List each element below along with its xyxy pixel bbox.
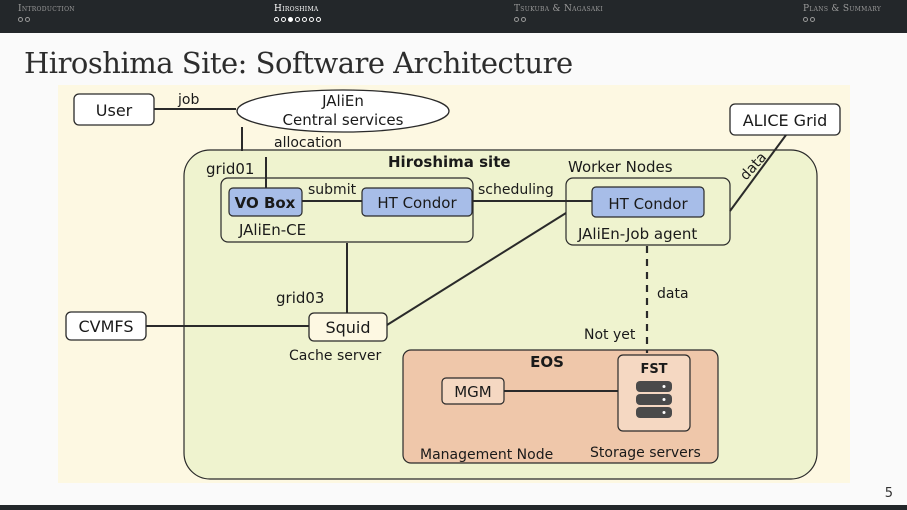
submit-link-label: submit xyxy=(308,182,357,198)
not-yet-label: Not yet xyxy=(584,327,636,343)
ht-condor-wn-label: HT Condor xyxy=(608,195,688,213)
nav-progress-dots xyxy=(274,17,321,22)
nav-progress-dots xyxy=(18,17,30,22)
squid-node xyxy=(308,312,388,342)
eos-label: EOS xyxy=(530,353,564,371)
ht-condor-ce-label: HT Condor xyxy=(377,194,457,212)
mgm-label: MGM xyxy=(454,383,492,401)
ht-condor-ce-node xyxy=(361,187,473,217)
scheduling-link-label: scheduling xyxy=(478,182,554,198)
jalien-central-node xyxy=(236,89,450,133)
job-link-label: job xyxy=(177,92,199,108)
management-node-label: Management Node xyxy=(420,447,553,463)
nav-section-3[interactable]: Tsukuba & Nagasaki xyxy=(514,4,603,14)
nav-dot[interactable] xyxy=(316,17,321,22)
nav-dot[interactable] xyxy=(281,17,286,22)
alice-grid-data-link xyxy=(729,134,787,212)
nav-dot[interactable] xyxy=(514,17,519,22)
nav-dot[interactable] xyxy=(25,17,30,22)
nav-progress-dots xyxy=(803,17,815,22)
grid03-label: grid03 xyxy=(276,289,324,307)
nav-section-4[interactable]: Plans & Summary xyxy=(803,4,882,14)
cvmfs-label: CVMFS xyxy=(79,317,134,336)
grid01-label: grid01 xyxy=(206,160,254,178)
nav-dot[interactable] xyxy=(18,17,23,22)
fst-data-link-label: data xyxy=(657,286,689,302)
bottom-bar xyxy=(0,505,907,510)
squid-label: Squid xyxy=(325,318,370,337)
hiroshima-site-label: Hiroshima site xyxy=(388,153,511,171)
alice-grid-label: ALICE Grid xyxy=(743,111,828,130)
page-number: 5 xyxy=(884,486,893,501)
vo-box-label: VO Box xyxy=(235,194,296,212)
cache-server-label: Cache server xyxy=(289,348,382,364)
jalien-label-line1: JAliEn xyxy=(321,92,364,110)
user-label: User xyxy=(96,101,133,120)
alice-grid-node xyxy=(729,103,841,136)
database-icon xyxy=(636,381,672,418)
nav-dot[interactable] xyxy=(521,17,526,22)
fst-label: FST xyxy=(640,362,667,377)
nav-dot[interactable] xyxy=(810,17,815,22)
jalien-ce-label: JAliEn-CE xyxy=(238,221,306,239)
worker-nodes-box xyxy=(565,177,731,246)
slide-title: Hiroshima Site: Software Architecture xyxy=(24,46,573,80)
nav-dot[interactable] xyxy=(288,17,293,22)
nav-dot[interactable] xyxy=(302,17,307,22)
squid-worker-link xyxy=(386,212,567,326)
storage-servers-label: Storage servers xyxy=(590,445,701,461)
allocation-link-label: allocation xyxy=(274,135,342,151)
jalien-label-line2: Central services xyxy=(283,111,404,129)
nav-section-1[interactable]: Introduction xyxy=(18,4,75,14)
architecture-diagram: User JAliEn Central services ALICE Grid … xyxy=(58,85,850,483)
cvmfs-node xyxy=(65,311,147,341)
nav-dot[interactable] xyxy=(274,17,279,22)
ht-condor-wn-node xyxy=(591,186,705,218)
user-node xyxy=(73,93,155,126)
nav-dot[interactable] xyxy=(803,17,808,22)
mgm-node xyxy=(441,377,505,405)
grid01-box xyxy=(220,177,474,243)
nav-dot[interactable] xyxy=(295,17,300,22)
nav-progress-dots xyxy=(514,17,526,22)
worker-nodes-label: Worker Nodes xyxy=(568,158,673,176)
nav-dot[interactable] xyxy=(309,17,314,22)
job-agent-label: JAliEn-Job agent xyxy=(577,225,697,243)
nav-section-2[interactable]: Hiroshima xyxy=(274,4,319,14)
vo-box-node xyxy=(228,187,303,217)
top-navigation-bar: Introduction Hiroshima Tsukuba & Nagasaki P… xyxy=(0,0,907,33)
